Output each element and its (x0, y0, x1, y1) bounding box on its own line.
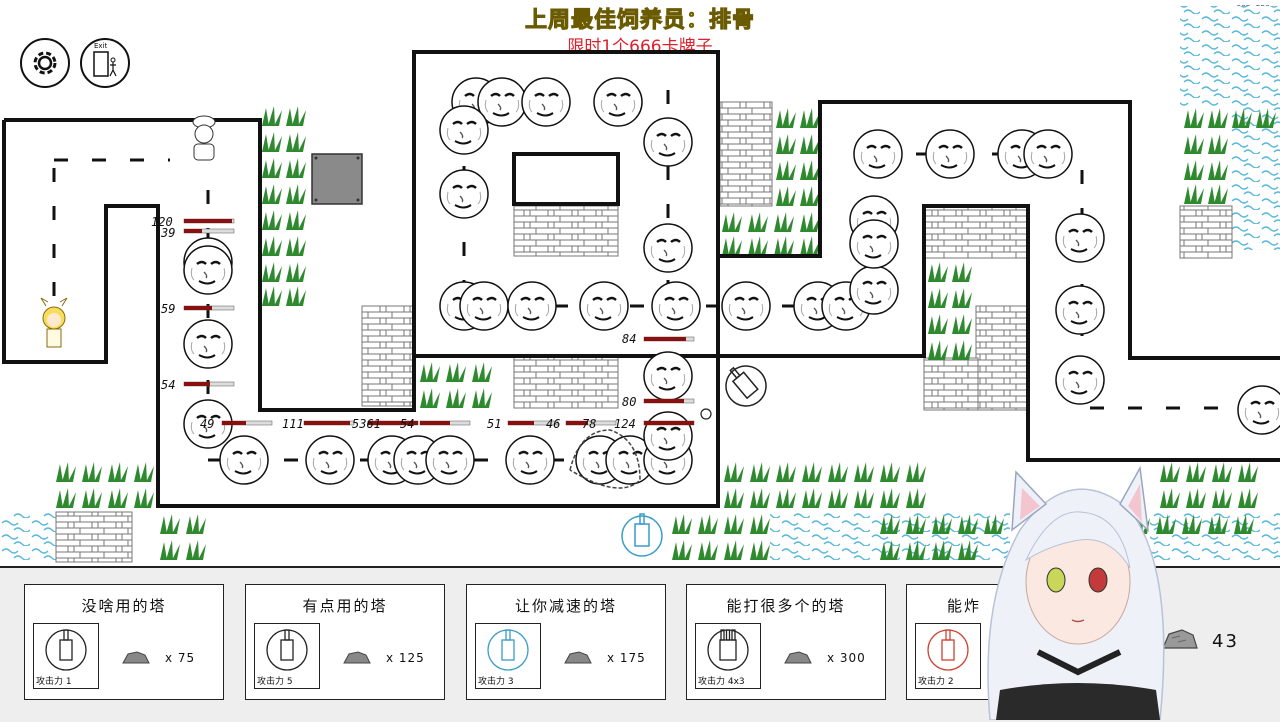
tower-card-slow[interactable]: 让你减速的塔 攻击力 3 x 175 (466, 584, 666, 700)
tower-name: 让你减速的塔 (514, 597, 617, 615)
tower-attack: 攻击力 4x3 (698, 677, 745, 687)
placed-tower-basic (725, 365, 767, 407)
enemy-hp-bars (183, 218, 695, 426)
gear-icon (33, 51, 57, 75)
player-girl (40, 297, 68, 348)
game-map (0, 6, 1280, 563)
tower-attack: 攻击力 3 (478, 677, 514, 687)
enemy-hp-label: 54 (400, 417, 415, 431)
enemy-hp-label: 120 (151, 215, 173, 229)
enemy-hp-label: 49 (200, 417, 215, 431)
exit-door-icon (93, 51, 117, 77)
settings-button[interactable] (20, 38, 70, 88)
tower-icon: 攻击力 3 (475, 623, 541, 689)
exit-button[interactable]: Exit (80, 38, 130, 88)
tower-icon (707, 629, 749, 671)
tower-icon: 攻击力 4x3 (695, 623, 761, 689)
tower-cost: x 75 (165, 651, 196, 665)
tower-card-useless[interactable]: 没啥用的塔 攻击力 1 x 75 (24, 584, 224, 700)
tower-cost: x 125 (386, 651, 425, 665)
banner-title: 上周最佳饲养员：排骨 (524, 8, 755, 34)
placed-tower-slow (621, 513, 663, 557)
enemy-hp-label: 111 (282, 417, 304, 431)
tower-icon (45, 629, 87, 671)
enemy-hp-label: 54 (161, 378, 176, 392)
enemy-hp-label: 59 (161, 302, 176, 316)
enemy-hp-label: 5361 (352, 417, 381, 431)
tower-icon: 攻击力 1 (33, 623, 99, 689)
npc-chef (192, 115, 216, 161)
enemy-hp-label: 78 (582, 417, 597, 431)
enemy-hp-label: 84 (622, 332, 637, 346)
tower-icon (266, 629, 308, 671)
enemy-hp-label: 51 (487, 417, 502, 431)
money-counter: 43 (1212, 631, 1239, 652)
streamer-avatar (987, 465, 1165, 720)
rock-icon (343, 651, 371, 664)
rock-currency-icon (1162, 629, 1198, 649)
tower-name: 有点用的塔 (302, 597, 388, 615)
rock-icon (784, 651, 812, 664)
tower-icon: 攻击力 2 (915, 623, 981, 689)
tower-card-somewhat-useful[interactable]: 有点用的塔 攻击力 5 x 125 (245, 584, 445, 700)
tower-icon (927, 629, 969, 671)
enemy-hp-label: 124 (614, 417, 636, 431)
tower-name: 能打很多个的塔 (726, 597, 846, 615)
tower-icon: 攻击力 5 (254, 623, 320, 689)
enemy-hp-label: 39 (161, 226, 176, 240)
rock-icon (122, 651, 150, 664)
tower-attack: 攻击力 5 (257, 677, 293, 687)
tower-attack: 攻击力 2 (918, 677, 954, 687)
tower-attack: 攻击力 1 (36, 677, 72, 687)
enemy-hp-label: 46 (546, 417, 561, 431)
tower-icon (487, 629, 529, 671)
enemy-hp-label: 80 (622, 395, 637, 409)
tower-card-multi[interactable]: 能打很多个的塔 攻击力 4x3 x 300 (686, 584, 886, 700)
tower-cost: x 300 (827, 651, 866, 665)
tower-name: 能炸 (947, 597, 982, 615)
tower-name: 没啥用的塔 (81, 597, 167, 615)
exit-label: Exit (94, 42, 108, 50)
tower-cost: x 175 (607, 651, 646, 665)
rock-icon (564, 651, 592, 664)
